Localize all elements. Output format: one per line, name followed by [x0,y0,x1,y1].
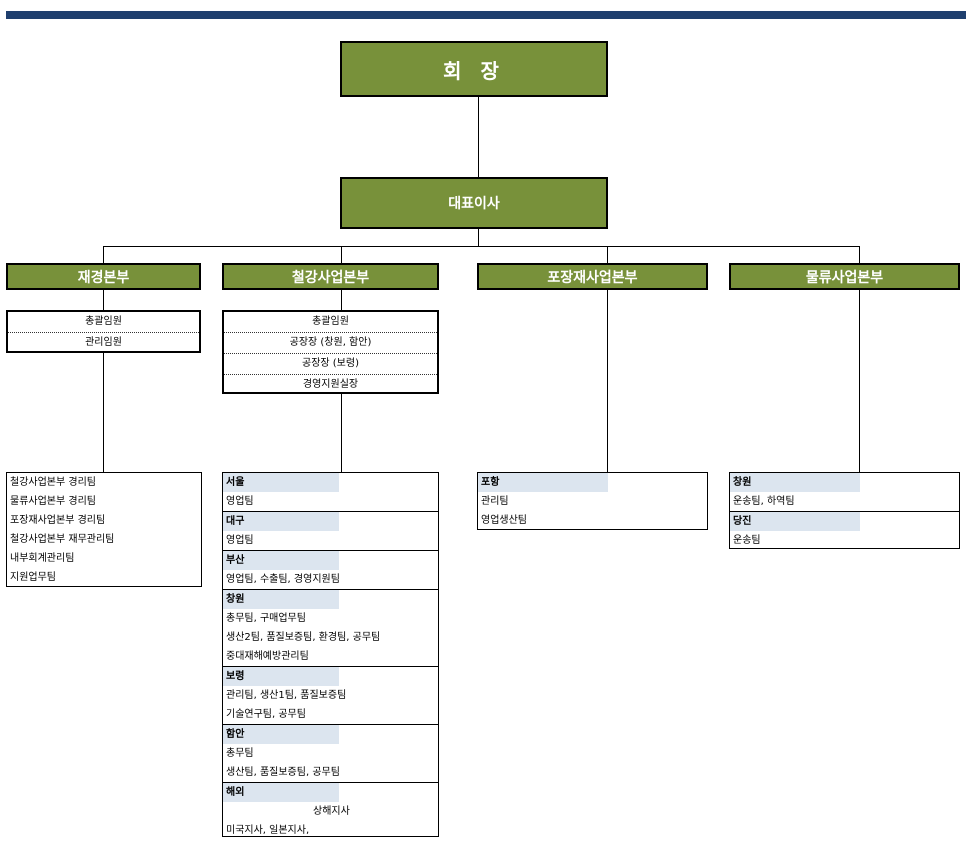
site-name: 포항 [478,473,608,492]
site-name: 해외 [223,783,339,802]
site-team-line: 상해지사 [313,806,350,817]
packaging-sites-box: 포항 관리팀 영업생산팀 [477,472,708,530]
connector-division-bus [103,246,860,247]
header-bar [6,11,966,19]
site-team-line: 운송팀 [733,535,761,546]
site-team-line: 기술연구팀, 공무팀 [226,709,306,720]
connector-steel-sites [341,393,342,472]
site-name: 대구 [223,512,339,531]
ceo-box: 대표이사 [340,177,608,229]
connector-drop-packaging [607,246,608,264]
site-team-line: 운송팀, 하역팀 [733,496,795,507]
role-item: 공장장 (보령) [224,354,437,375]
site-daegu: 대구 영업팀 [223,512,438,551]
connector-ceo-bus [478,228,479,246]
connector-logistics-sites [859,289,860,472]
site-team-line: 생산2팀, 품질보증팀, 환경팀, 공무팀 [226,632,381,643]
site-busan: 부산 영업팀, 수출팀, 경영지원팀 [223,551,438,590]
division-finance: 재경본부 [6,263,201,290]
connector-drop-logistics [859,246,860,264]
site-overseas: 해외 상해지사 미국지사, 일본지사, [223,783,438,840]
site-team-line: 미국지사, 일본지사, [226,825,310,836]
team-item: 내부회계관리팀 [10,553,75,564]
site-dangjin: 당진 운송팀 [730,512,959,550]
division-steel: 철강사업본부 [222,263,439,290]
connector-drop-finance [103,246,104,264]
finance-roles-box: 총괄임원 관리임원 [6,310,201,353]
logistics-sites-box: 창원 운송팀, 하역팀 당진 운송팀 [729,472,960,549]
chairman-title: 회 장 [443,58,505,83]
site-name: 함안 [223,725,339,744]
division-logistics: 물류사업본부 [729,263,960,290]
connector-drop-steel [341,246,342,264]
finance-teams-box: 철강사업본부 경리팀 물류사업본부 경리팀 포장재사업본부 경리팀 철강사업본부… [6,472,202,587]
site-team-line: 중대재해예방관리팀 [226,651,309,662]
site-seoul: 서울 영업팀 [223,473,438,512]
site-name: 창원 [730,473,860,492]
connector-packaging-sites [607,289,608,472]
division-packaging-title: 포장재사업본부 [547,269,638,286]
role-item: 총괄임원 [224,312,437,333]
division-finance-title: 재경본부 [77,269,130,286]
steel-sites-box: 서울 영업팀 대구 영업팀 부산 영업팀, 수출팀, 경영지원팀 창원 총무팀,… [222,472,439,837]
team-item: 지원업무팀 [10,572,56,583]
site-name: 부산 [223,551,339,570]
chairman-box: 회 장 [340,41,608,97]
role-item: 관리임원 [85,337,122,348]
site-pohang: 포항 관리팀 영업생산팀 [478,473,707,530]
ceo-title: 대표이사 [448,196,500,212]
connector-chairman-ceo [478,96,479,178]
site-name: 보령 [223,667,339,686]
division-steel-title: 철강사업본부 [291,269,370,286]
site-team-line: 생산팀, 품질보증팀, 공무팀 [226,767,340,778]
site-team-line: 영업팀, 수출팀, 경영지원팀 [226,574,340,585]
team-item: 철강사업본부 재무관리팀 [10,534,115,545]
site-team-line: 총무팀 [226,748,254,759]
site-team-line: 관리팀, 생산1팀, 품질보증팀 [226,690,347,701]
connector-finance-roles [103,289,104,311]
team-item: 포장재사업본부 경리팀 [10,515,106,526]
site-name: 서울 [223,473,339,492]
site-team-line: 영업팀 [226,535,254,546]
connector-finance-teams [103,352,104,472]
role-item: 총괄임원 [8,312,199,333]
site-changwon: 창원 총무팀, 구매업무팀 생산2팀, 품질보증팀, 환경팀, 공무팀 중대재해… [223,590,438,667]
team-item: 철강사업본부 경리팀 [10,477,96,488]
role-item: 경영지원실장 [302,379,359,390]
role-item: 공장장 (창원, 함안) [224,333,437,354]
team-item: 물류사업본부 경리팀 [10,496,96,507]
site-name: 당진 [730,512,860,531]
site-changwon-logistics: 창원 운송팀, 하역팀 [730,473,959,512]
site-team-line: 영업생산팀 [481,515,527,526]
site-haman: 함안 총무팀 생산팀, 품질보증팀, 공무팀 [223,725,438,783]
site-name: 창원 [223,590,339,609]
site-team-line: 관리팀 [481,496,509,507]
division-packaging: 포장재사업본부 [477,263,708,290]
division-logistics-title: 물류사업본부 [805,269,884,286]
site-team-line: 총무팀, 구매업무팀 [226,613,306,624]
site-team-line: 영업팀 [226,496,254,507]
site-boryeong: 보령 관리팀, 생산1팀, 품질보증팀 기술연구팀, 공무팀 [223,667,438,725]
steel-roles-box: 총괄임원 공장장 (창원, 함안) 공장장 (보령) 경영지원실장 [222,310,439,394]
connector-steel-roles [341,289,342,311]
